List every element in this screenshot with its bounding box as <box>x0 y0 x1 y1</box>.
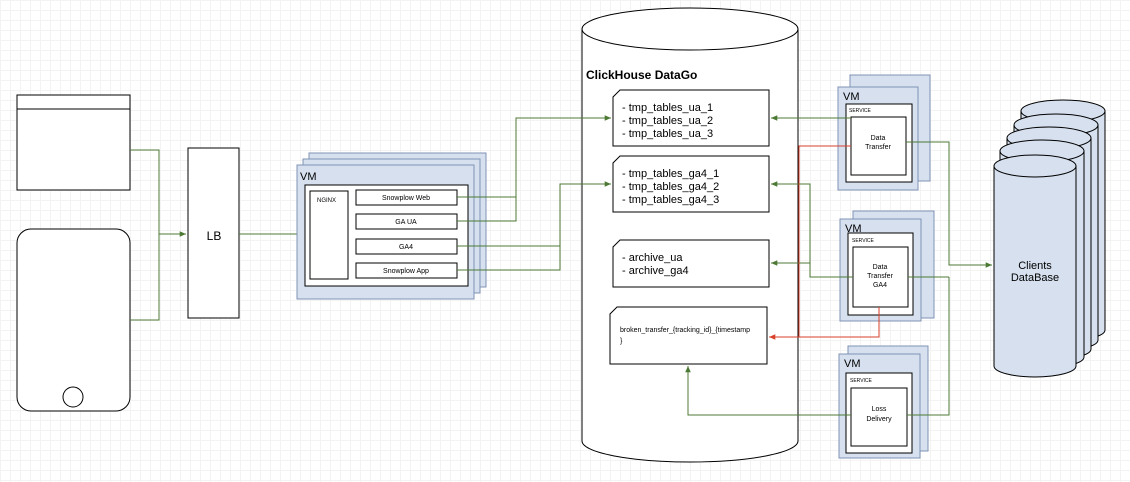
tables-ga4-item: - tmp_tables_ga4_2 <box>622 181 719 193</box>
data-transfer-ga4-service <box>852 246 909 308</box>
tables-ua-box: - tmp_tables_ua_1 - tmp_tables_ua_2 - tm… <box>612 89 770 147</box>
vm-data-transfer-ga4: VM SERVICE Data Transfer GA4 <box>839 210 935 322</box>
clickhouse-title: ClickHouse DataGo <box>586 68 697 82</box>
error-connectors <box>769 145 880 340</box>
nginx-label: NGINX <box>317 198 336 204</box>
mobile-phone-icon <box>16 228 131 412</box>
browser-window-icon <box>16 94 131 191</box>
vm-nginx-title: VM <box>300 171 317 183</box>
vm-nginx-stack: VM NGINX Snowplow Web GA UA GA4 Snowplow… <box>296 152 487 300</box>
endpoint-ga4-label: GA4 <box>399 244 413 251</box>
service-label: SERVICE <box>850 378 873 384</box>
nginx-box <box>309 190 349 280</box>
archive-item: - archive_ua <box>622 252 683 264</box>
loss-delivery-label: Loss <box>872 406 887 413</box>
tables-ga4-item: - tmp_tables_ga4_3 <box>622 194 719 206</box>
data-transfer-ga4-label: GA4 <box>873 282 887 289</box>
vm-data-transfer: VM SERVICE Data Transfer <box>837 74 931 191</box>
load-balancer-label: LB <box>207 229 222 243</box>
archive-item: - archive_ga4 <box>622 265 689 277</box>
endpoints-to-clickhouse-connectors <box>457 115 611 271</box>
endpoint-snowplow-web-label: Snowplow Web <box>382 195 430 202</box>
loss-delivery-label: Delivery <box>866 416 892 423</box>
tables-ga4-box: - tmp_tables_ga4_1 - tmp_tables_ga4_2 - … <box>612 155 770 213</box>
vm-data-transfer-ga4-title: VM <box>845 223 862 235</box>
broken-transfer-label-end: } <box>620 338 623 345</box>
clients-database-label: DataBase <box>1011 272 1059 284</box>
tables-ua-item: - tmp_tables_ua_3 <box>622 128 713 140</box>
clickhouse-cylinder: ClickHouse DataGo <box>581 7 799 463</box>
endpoint-snowplow-app-label: Snowplow App <box>383 268 429 275</box>
vm-loss-delivery-title: VM <box>844 358 861 370</box>
vm-data-transfer-title: VM <box>843 91 860 103</box>
clients-database-label: Clients <box>1018 260 1052 272</box>
data-transfer-ga4-label: Transfer <box>867 273 893 280</box>
service-label: SERVICE <box>849 108 872 114</box>
data-transfer-service <box>850 116 907 176</box>
clients-database-stack: Clients DataBase <box>993 99 1106 378</box>
tables-ua-item: - tmp_tables_ua_2 <box>622 115 713 127</box>
loss-delivery-service <box>850 387 908 447</box>
endpoint-ga-ua-label: GA UA <box>395 219 417 226</box>
data-transfer-label: Data <box>871 135 886 142</box>
vm-loss-delivery: VM SERVICE Loss Delivery <box>838 345 929 459</box>
data-transfer-ga4-label: Data <box>873 264 888 271</box>
service-label: SERVICE <box>852 238 875 244</box>
archive-box: - archive_ua - archive_ga4 <box>612 239 770 288</box>
broken-transfer-label: broken_transfer_{tracking_id}_{timestamp <box>620 327 750 334</box>
services-connectors <box>685 115 992 416</box>
tables-ua-item: - tmp_tables_ua_1 <box>622 102 713 114</box>
broken-transfer-box: broken_transfer_{tracking_id}_{timestamp… <box>609 306 768 365</box>
clients-to-lb-connectors <box>130 149 186 321</box>
load-balancer: LB <box>187 147 240 319</box>
data-transfer-label: Transfer <box>865 144 891 151</box>
tables-ga4-item: - tmp_tables_ga4_1 <box>622 168 719 180</box>
